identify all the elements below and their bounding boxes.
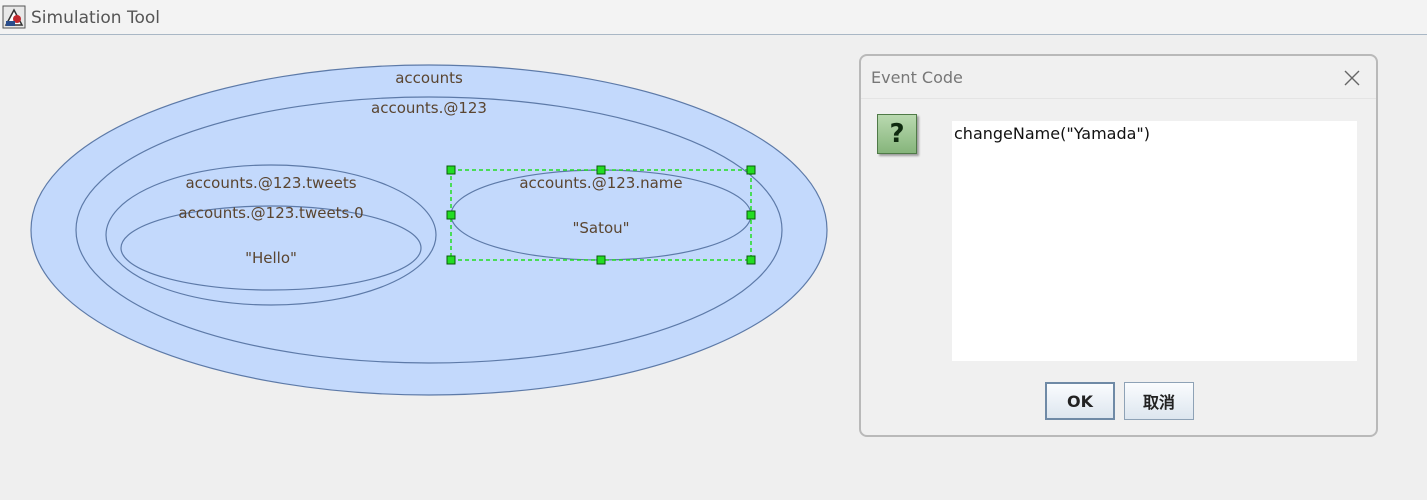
event-code-dialog: Event Code ? changeName("Yamada") OK 取消 bbox=[859, 54, 1378, 437]
title-bar: Simulation Tool bbox=[0, 0, 1427, 35]
resize-handle-sw[interactable] bbox=[446, 255, 456, 265]
node-label-name: accounts.@123.name bbox=[519, 174, 683, 192]
node-label-hello: "Hello" bbox=[245, 249, 297, 267]
cancel-button[interactable]: 取消 bbox=[1124, 382, 1194, 420]
close-icon[interactable] bbox=[1339, 66, 1365, 90]
resize-handle-s[interactable] bbox=[596, 255, 606, 265]
resize-handle-n[interactable] bbox=[596, 165, 606, 175]
resize-handle-se[interactable] bbox=[746, 255, 756, 265]
resize-handle-ne[interactable] bbox=[746, 165, 756, 175]
java-app-icon bbox=[2, 5, 26, 29]
dialog-title: Event Code bbox=[871, 68, 963, 87]
resize-handle-nw[interactable] bbox=[446, 165, 456, 175]
node-label-accounts: accounts bbox=[395, 69, 463, 87]
diagram-canvas[interactable]: accounts accounts.@123 accounts.@123.twe… bbox=[0, 35, 850, 500]
node-label-accounts-123: accounts.@123 bbox=[371, 99, 487, 117]
node-label-tweets: accounts.@123.tweets bbox=[185, 174, 357, 192]
question-glyph: ? bbox=[889, 119, 905, 149]
dialog-title-separator bbox=[861, 98, 1376, 99]
ok-button[interactable]: OK bbox=[1045, 382, 1115, 420]
node-tweets-0[interactable] bbox=[120, 205, 422, 291]
selection-box[interactable] bbox=[446, 165, 756, 265]
node-label-satou: "Satou" bbox=[572, 219, 630, 237]
resize-handle-e[interactable] bbox=[746, 210, 756, 220]
window-title: Simulation Tool bbox=[31, 8, 160, 28]
event-code-input[interactable]: changeName("Yamada") bbox=[952, 121, 1357, 361]
node-label-tweets-0: accounts.@123.tweets.0 bbox=[178, 204, 364, 222]
resize-handle-w[interactable] bbox=[446, 210, 456, 220]
diagram-svg bbox=[30, 64, 828, 396]
question-icon: ? bbox=[877, 114, 917, 154]
